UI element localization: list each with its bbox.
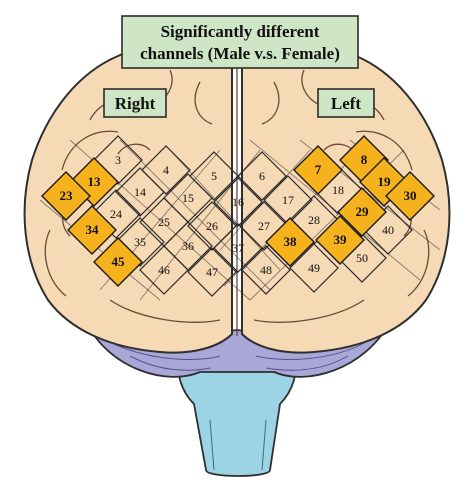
channel-label-37: 37 [232, 241, 244, 255]
channel-label-38: 38 [284, 234, 298, 249]
channel-cell-34 [67, 205, 117, 255]
channel-label-6: 6 [259, 169, 265, 183]
channel-label-26: 26 [206, 219, 218, 233]
channel-cell-16 [213, 177, 263, 227]
channel-label-18: 18 [332, 183, 344, 197]
channel-label-15: 15 [182, 191, 194, 205]
channel-cell-38 [265, 217, 315, 267]
channel-cell-27 [239, 201, 289, 251]
channel-label-19: 19 [378, 174, 392, 189]
channel-cell-7 [293, 145, 343, 195]
channel-label-29: 29 [356, 204, 370, 219]
channel-cell-29 [337, 187, 387, 237]
title-line-1: Significantly different [161, 22, 320, 41]
channel-label-47: 47 [206, 265, 218, 279]
channel-cell-46 [139, 245, 189, 295]
lattice-stroke [219, 149, 311, 251]
channel-cell-24 [91, 189, 141, 239]
left-label: Left [331, 94, 362, 113]
channel-label-30: 30 [404, 188, 417, 203]
channel-label-8: 8 [361, 152, 368, 167]
channel-label-25: 25 [158, 215, 170, 229]
channel-label-16: 16 [232, 195, 244, 209]
channel-label-3: 3 [115, 153, 121, 167]
channel-label-48: 48 [260, 263, 272, 277]
channel-label-50: 50 [356, 251, 368, 265]
channel-cell-35 [115, 217, 165, 267]
channel-label-36: 36 [182, 239, 194, 253]
right-label: Right [115, 94, 156, 113]
channel-cell-14 [115, 167, 165, 217]
channel-label-23: 23 [60, 188, 74, 203]
lattice-stroke [249, 139, 421, 281]
channel-cell-45 [93, 237, 143, 287]
lattice-stroke [139, 149, 261, 301]
channel-cell-30 [385, 171, 435, 221]
right-label-box: Right [103, 88, 167, 118]
channel-cell-3 [93, 135, 143, 185]
channel-label-40: 40 [382, 223, 394, 237]
channel-label-35: 35 [134, 235, 146, 249]
channel-cell-47 [187, 247, 237, 297]
significant-channel-layer [41, 135, 435, 287]
channel-label-7: 7 [315, 162, 322, 177]
channel-label-28: 28 [308, 213, 320, 227]
channel-cell-5 [189, 151, 239, 201]
lattice-stroke [39, 199, 161, 301]
channel-label-24: 24 [110, 207, 122, 221]
channel-label-27: 27 [258, 219, 270, 233]
channel-label-17: 17 [282, 193, 294, 207]
channel-label-46: 46 [158, 263, 170, 277]
channel-cell-6 [237, 151, 287, 201]
title-line-2: channels (Male v.s. Female) [140, 44, 340, 63]
channel-cell-48 [241, 245, 291, 295]
channel-cell-39 [315, 215, 365, 265]
channel-label-34: 34 [86, 222, 100, 237]
left-label-box: Left [317, 88, 375, 118]
channel-label-5: 5 [211, 169, 217, 183]
channel-cell-23 [41, 171, 91, 221]
channel-label-13: 13 [88, 174, 102, 189]
channel-label-4: 4 [163, 163, 169, 177]
channel-cell-49 [289, 243, 339, 293]
channel-label-49: 49 [308, 261, 320, 275]
title-box: Significantly different channels (Male v… [121, 15, 359, 69]
channel-label-39: 39 [334, 232, 348, 247]
channel-cell-4 [141, 145, 191, 195]
channel-cell-26 [187, 201, 237, 251]
channel-label-14: 14 [134, 185, 146, 199]
channel-label-45: 45 [112, 254, 126, 269]
